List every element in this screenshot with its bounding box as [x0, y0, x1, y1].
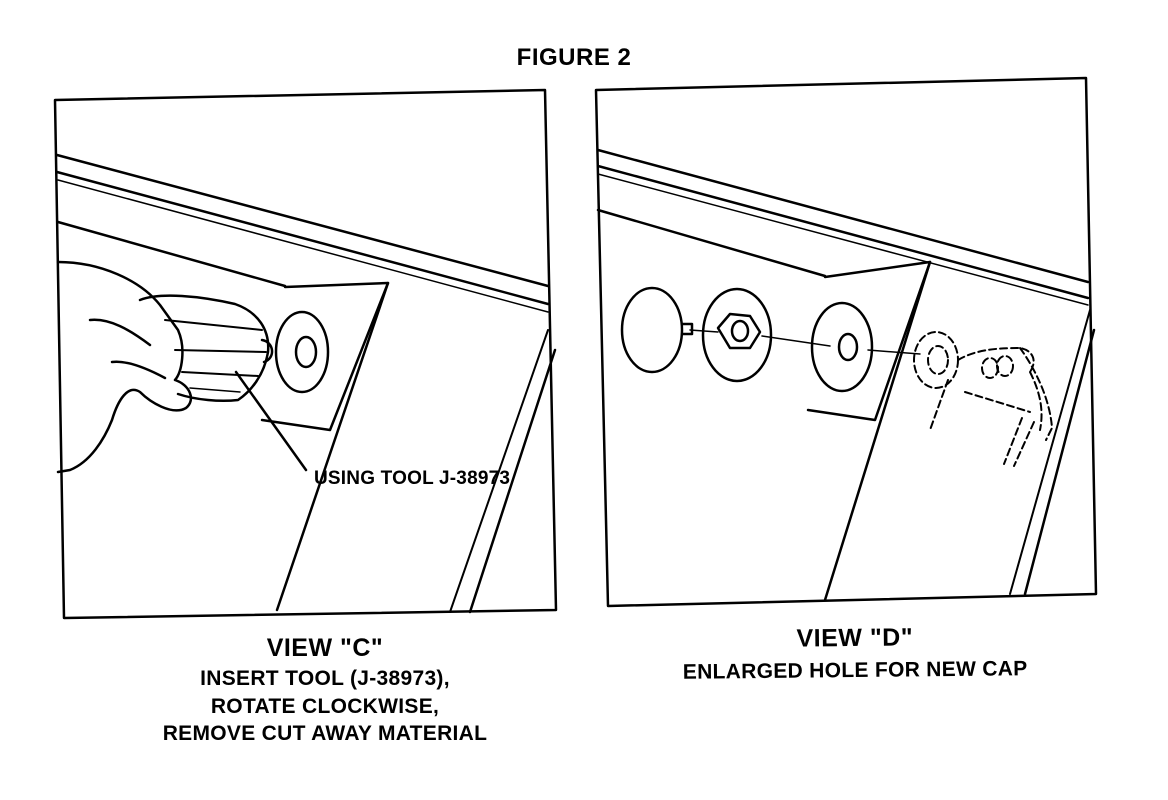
- view-c-title: VIEW "C": [266, 634, 384, 662]
- view-c-pillar: [260, 281, 390, 432]
- view-d-caption-line: ENLARGED HOLE FOR NEW CAP: [682, 657, 1028, 684]
- view-c-caption-line: INSERT TOOL (J-38973),: [200, 667, 450, 690]
- view-c-caption: VIEW "C" INSERT TOOL (J-38973), ROTATE C…: [95, 632, 555, 748]
- figure-title: FIGURE 2: [516, 44, 632, 71]
- tool-body-icon: [138, 294, 270, 402]
- assembly-axis: [689, 329, 921, 355]
- view-c-rail-lower: [55, 170, 550, 306]
- tool-callout-label: USING TOOL J-38973: [314, 468, 511, 489]
- hidden-bushing: [913, 331, 959, 389]
- view-d-caption: VIEW "D" ENLARGED HOLE FOR NEW CAP: [620, 620, 1091, 688]
- callout-leader: [234, 370, 308, 472]
- view-c-washer: [274, 310, 330, 394]
- view-c-caption-line: REMOVE CUT AWAY MATERIAL: [162, 722, 488, 746]
- view-d-rail-lower: [596, 164, 1090, 300]
- view-d-title: VIEW "D": [796, 623, 914, 653]
- view-c-rail-upper: [55, 153, 550, 288]
- view-d-frame: [594, 76, 1098, 608]
- nut-washer-icon: [701, 287, 773, 383]
- mount-washer-icon: [810, 301, 874, 393]
- view-c-panel-edge: [56, 220, 287, 288]
- cap-icon: [620, 286, 684, 374]
- view-d-pillar: [806, 260, 932, 422]
- view-d-rail-upper: [596, 148, 1090, 284]
- view-c-frame: [53, 88, 558, 620]
- hand-icon: [56, 260, 193, 474]
- view-c-caption-line: ROTATE CLOCKWISE,: [210, 694, 440, 718]
- view-d-panel-edge: [596, 208, 827, 278]
